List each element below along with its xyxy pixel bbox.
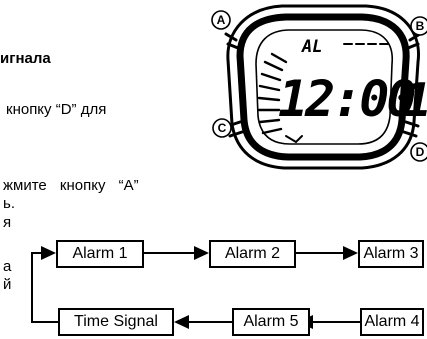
arrow-to-alarm1 (41, 246, 56, 260)
arrow-to-time-signal (174, 315, 189, 329)
alarm-5-node: Alarm 5 (232, 308, 310, 336)
section-heading: игнала (0, 50, 51, 67)
instruction-line-4: я (3, 214, 12, 231)
time-signal-node: Time Signal (58, 308, 174, 336)
button-b-icon (410, 16, 427, 36)
button-d-icon (410, 142, 427, 162)
alarm-2-node: Alarm 2 (209, 240, 296, 268)
instruction-line-2: жмите кнопку “A” (3, 177, 139, 194)
button-c-icon (212, 118, 232, 138)
button-a-icon (211, 10, 231, 30)
separator-dot (389, 97, 395, 103)
button-a-label: A (217, 13, 226, 27)
arrow-to-alarm2 (194, 246, 209, 260)
alarm-1-node: Alarm 1 (56, 240, 144, 268)
button-c-label: C (218, 121, 227, 135)
button-b-label: B (416, 19, 425, 33)
instruction-line-5: а (3, 258, 12, 275)
instruction-line-1: кнопку “D” для (6, 101, 107, 118)
alarm-3-node: Alarm 3 (358, 240, 424, 268)
instruction-line-3: ь. (3, 195, 15, 212)
alarm-4-node: Alarm 4 (360, 308, 424, 336)
instruction-line-6: й (3, 276, 12, 293)
mode-label: AL (301, 37, 322, 57)
arrow-to-alarm3 (343, 246, 358, 260)
button-d-label: D (416, 145, 425, 159)
alarm-number: 1 (404, 73, 427, 127)
